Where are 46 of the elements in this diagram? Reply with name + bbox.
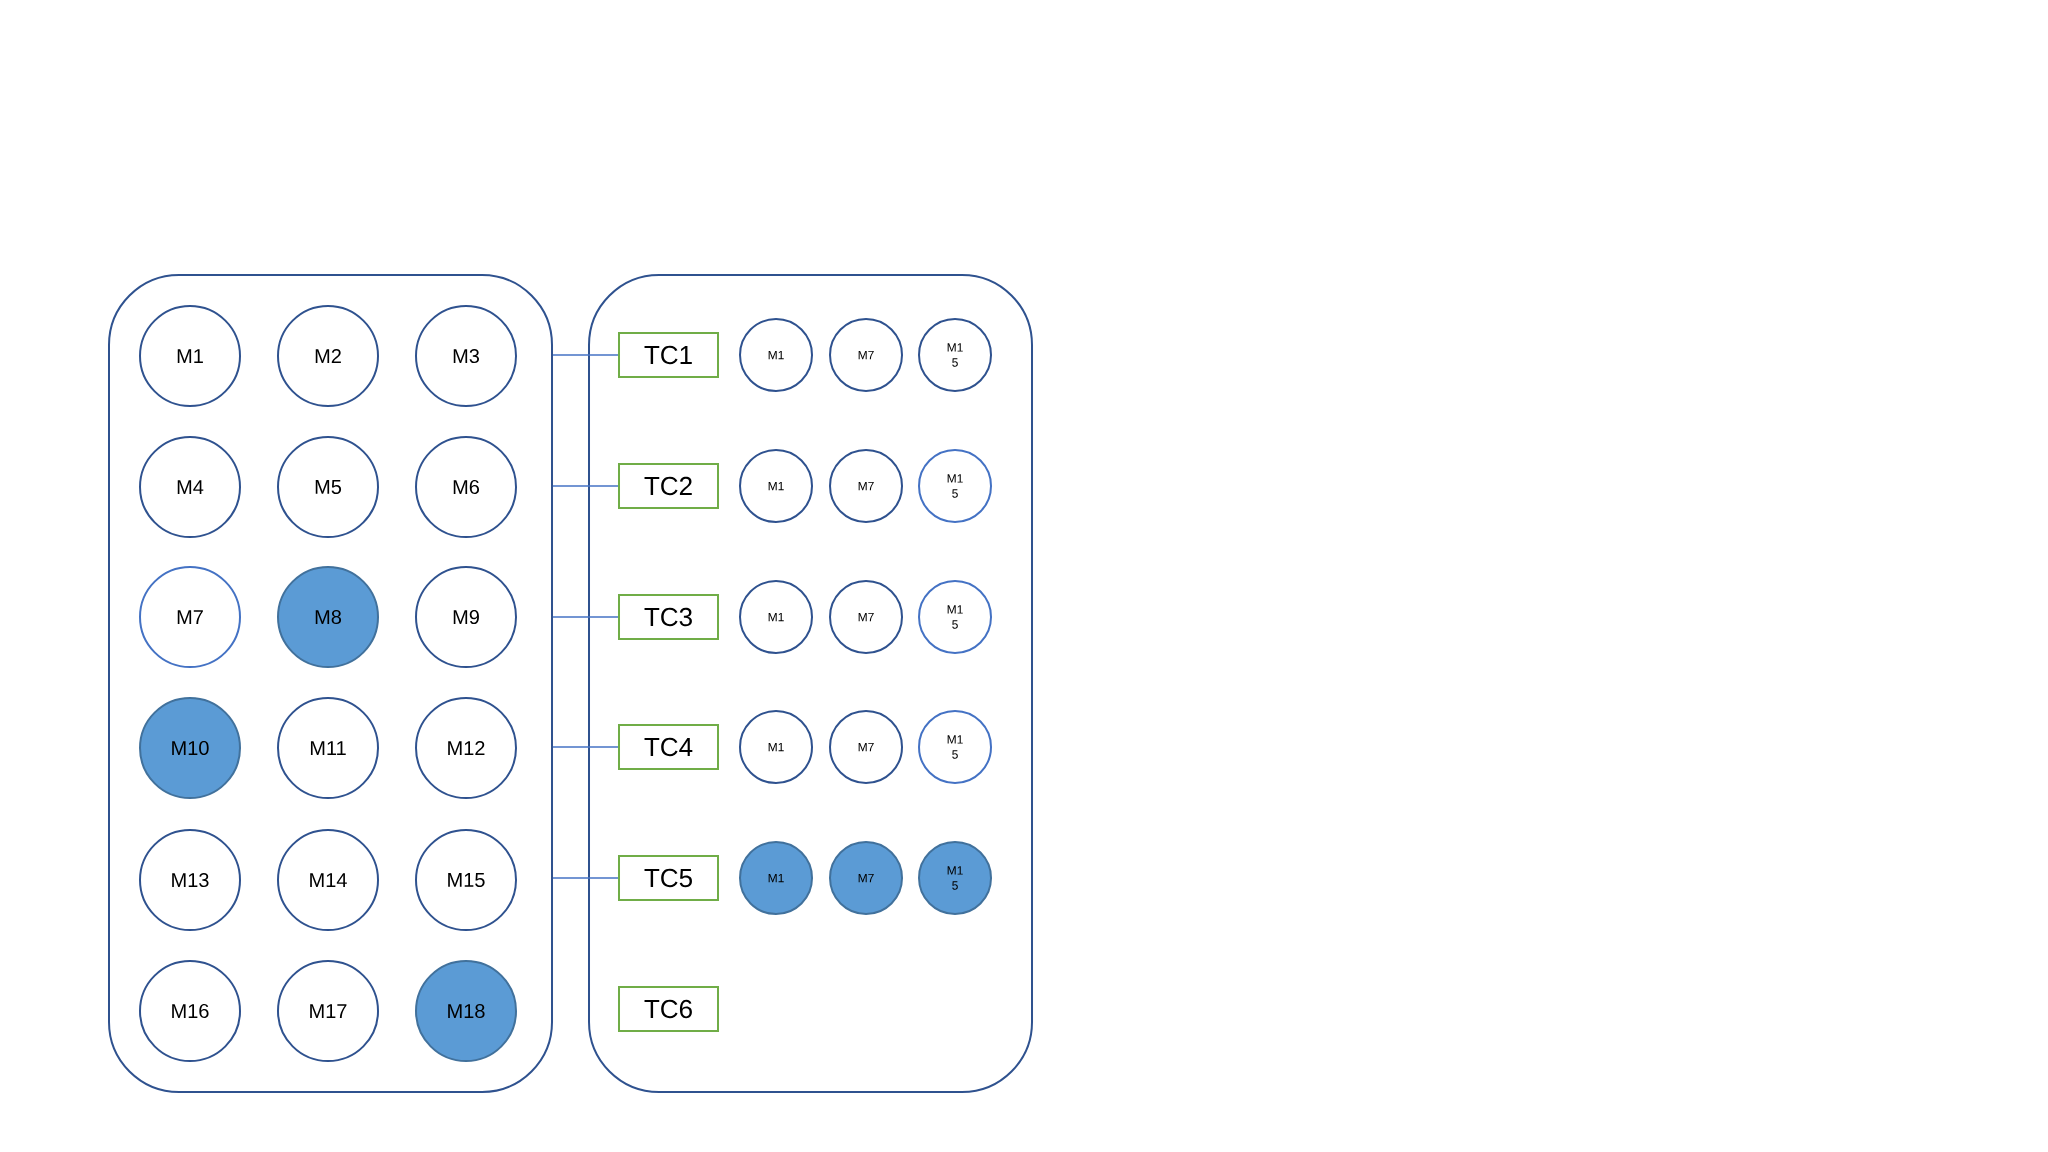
circle-node: M7 bbox=[829, 710, 903, 784]
circle-node: M1 bbox=[739, 449, 813, 523]
circle-node: M1 bbox=[739, 841, 813, 915]
circle-node: M16 bbox=[139, 960, 241, 1062]
label-box: TC3 bbox=[618, 594, 719, 640]
rounded-panel bbox=[588, 274, 1033, 1093]
circle-node: M12 bbox=[415, 697, 517, 799]
connector-line bbox=[552, 616, 619, 618]
circle-node: M9 bbox=[415, 566, 517, 668]
connector-line bbox=[552, 485, 619, 487]
circle-node: M7 bbox=[139, 566, 241, 668]
circle-node: M1 bbox=[139, 305, 241, 407]
connector-line bbox=[552, 746, 619, 748]
circle-node: M18 bbox=[415, 960, 517, 1062]
circle-node: M1 bbox=[739, 580, 813, 654]
circle-node: M17 bbox=[277, 960, 379, 1062]
circle-node: M1 bbox=[739, 710, 813, 784]
circle-node: M3 bbox=[415, 305, 517, 407]
connector-line bbox=[552, 354, 619, 356]
circle-node: M1 5 bbox=[918, 449, 992, 523]
label-box: TC5 bbox=[618, 855, 719, 901]
circle-node: M10 bbox=[139, 697, 241, 799]
circle-node: M14 bbox=[277, 829, 379, 931]
circle-node: M1 5 bbox=[918, 318, 992, 392]
rounded-panel bbox=[108, 274, 553, 1093]
circle-node: M2 bbox=[277, 305, 379, 407]
circle-node: M7 bbox=[829, 449, 903, 523]
circle-node: M7 bbox=[829, 318, 903, 392]
circle-node: M1 5 bbox=[918, 841, 992, 915]
label-box: TC1 bbox=[618, 332, 719, 378]
circle-node: M8 bbox=[277, 566, 379, 668]
circle-node: M1 bbox=[739, 318, 813, 392]
connector-line bbox=[552, 877, 619, 879]
circle-node: M7 bbox=[829, 841, 903, 915]
circle-node: M13 bbox=[139, 829, 241, 931]
circle-node: M7 bbox=[829, 580, 903, 654]
label-box: TC6 bbox=[618, 986, 719, 1032]
label-box: TC2 bbox=[618, 463, 719, 509]
circle-node: M15 bbox=[415, 829, 517, 931]
circle-node: M11 bbox=[277, 697, 379, 799]
circle-node: M1 5 bbox=[918, 710, 992, 784]
circle-node: M4 bbox=[139, 436, 241, 538]
circle-node: M5 bbox=[277, 436, 379, 538]
circle-node: M1 5 bbox=[918, 580, 992, 654]
label-box: TC4 bbox=[618, 724, 719, 770]
circle-node: M6 bbox=[415, 436, 517, 538]
